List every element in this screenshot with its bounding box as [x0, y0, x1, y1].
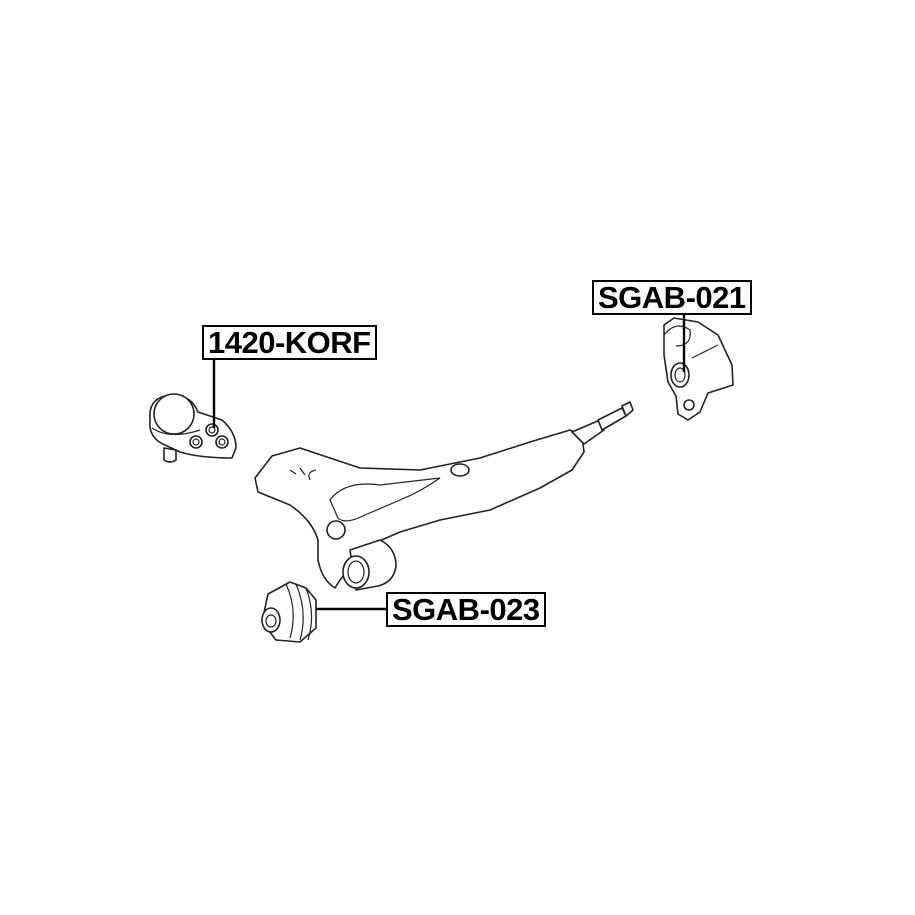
control-arm-part — [254, 401, 634, 591]
part-number-front-bushing: SGAB-023 — [386, 592, 546, 627]
ball-joint-part — [148, 393, 237, 463]
front-bushing-part — [261, 581, 317, 643]
rear-bushing-part — [663, 317, 734, 421]
part-number-rear-bushing: SGAB-021 — [592, 280, 752, 315]
part-number-ball-joint: 1420-KORF — [202, 325, 377, 360]
